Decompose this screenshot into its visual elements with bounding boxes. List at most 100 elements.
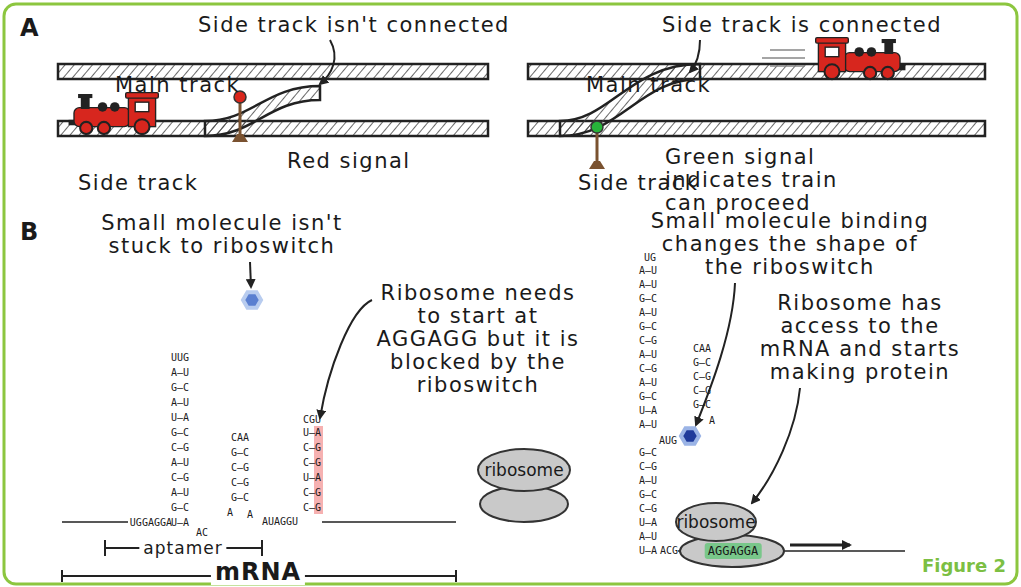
ribosome-subunit bbox=[478, 449, 570, 491]
pointer-arrow bbox=[752, 388, 800, 503]
nucleotide-text: CGU bbox=[303, 414, 321, 425]
nucleotide-text: U–A bbox=[639, 405, 657, 416]
nucleotide-text: UGGAGGA bbox=[130, 517, 172, 528]
callout-text: Ribosome needs to start at AGGAGG but it… bbox=[366, 282, 590, 397]
nucleotide-text: A–U bbox=[639, 531, 657, 542]
ribosome-shape: ribosome bbox=[474, 446, 574, 526]
nucleotide-text: G–C bbox=[639, 391, 657, 402]
pointer-arrow bbox=[250, 262, 251, 287]
nucleotide-text: G–C bbox=[639, 489, 657, 500]
callout-text: Small molecule binding changes the shape… bbox=[640, 210, 940, 279]
nucleotide-text: G–C bbox=[639, 447, 657, 458]
small-molecule bbox=[243, 292, 261, 308]
nucleotide-text: C–G bbox=[639, 363, 657, 374]
nucleotide-text: C–G bbox=[171, 472, 189, 483]
ribosome-label: ribosome bbox=[484, 460, 563, 480]
nucleotide-text: U–A bbox=[639, 517, 657, 528]
callout-text: Side track bbox=[78, 172, 199, 195]
panel-letter: B bbox=[20, 218, 38, 246]
nucleotide-text: C–G bbox=[303, 442, 321, 453]
ribosome-shape: ribosome bbox=[672, 500, 784, 570]
ribosome-label: ribosome bbox=[676, 512, 755, 532]
nucleotide-text: G–C bbox=[231, 492, 249, 503]
nucleotide-text: UG bbox=[644, 252, 656, 263]
train bbox=[816, 38, 906, 79]
nucleotide-text: C–G bbox=[693, 371, 711, 382]
ribosome-subunit bbox=[676, 503, 756, 541]
bracket-label: mRNA bbox=[211, 559, 305, 585]
nucleotide-text: C–G bbox=[693, 385, 711, 396]
callout-text: Ribosome has access to the mRNA and star… bbox=[755, 292, 965, 384]
nucleotide-text: A–U bbox=[171, 397, 189, 408]
figure-number: Figure 2 bbox=[922, 555, 1006, 577]
callout-text: Small molecule isn't stuck to riboswitch bbox=[85, 212, 360, 258]
signal-post bbox=[596, 133, 599, 165]
nucleotide-text: A–U bbox=[639, 419, 657, 430]
nucleotide-text: CAA bbox=[693, 343, 711, 354]
pointer-arrow bbox=[690, 40, 700, 72]
nucleotide-text: A–U bbox=[171, 367, 189, 378]
callout-text: Main track bbox=[586, 74, 711, 97]
nucleotide-text: AC bbox=[196, 527, 208, 538]
callout-text: Side track is connected bbox=[662, 14, 942, 37]
callout-text: Side track isn't connected bbox=[198, 14, 510, 37]
ribosome-outline bbox=[474, 446, 574, 526]
callout-text: Red signal bbox=[287, 150, 411, 173]
bracket-label: aptamer bbox=[139, 538, 226, 558]
nucleotide-text: C–G bbox=[303, 487, 321, 498]
nucleotide-text: G–C bbox=[171, 502, 189, 513]
mrna-strand bbox=[62, 521, 456, 523]
highlighted-sequence: AGGAGGA bbox=[705, 543, 762, 559]
nucleotide-text: U–A bbox=[303, 427, 321, 438]
callout-text: Side track bbox=[578, 172, 699, 195]
nucleotide-text: A–U bbox=[171, 457, 189, 468]
nucleotide-text: AUG bbox=[659, 435, 677, 446]
nucleotide-text: G–C bbox=[693, 357, 711, 368]
nucleotide-text: A–U bbox=[639, 265, 657, 276]
nucleotide-text: U–A bbox=[303, 472, 321, 483]
nucleotide-text: AUAGGU bbox=[262, 516, 298, 527]
signal-post bbox=[239, 102, 242, 138]
nucleotide-text: A–U bbox=[639, 307, 657, 318]
nucleotide-text: U–A bbox=[639, 545, 657, 556]
nucleotide-text: C–G bbox=[639, 461, 657, 472]
callout-text: Main track bbox=[115, 74, 240, 97]
nucleotide-text: A bbox=[227, 507, 233, 518]
pointer-arrow bbox=[320, 300, 372, 418]
nucleotide-text: C–G bbox=[639, 335, 657, 346]
nucleotide-text: C–G bbox=[231, 462, 249, 473]
small-molecule bbox=[681, 428, 699, 444]
nucleotide-text: G–C bbox=[171, 427, 189, 438]
signal-base bbox=[232, 134, 248, 142]
start-site-highlight bbox=[314, 426, 323, 514]
nucleotide-text: U–A bbox=[171, 412, 189, 423]
nucleotide-text: A–U bbox=[639, 475, 657, 486]
nucleotide-text: A–U bbox=[639, 279, 657, 290]
nucleotide-text: G–C bbox=[231, 447, 249, 458]
nucleotide-text: C–G bbox=[303, 502, 321, 513]
nucleotide-text: C–G bbox=[639, 503, 657, 514]
pointer-arrow bbox=[320, 40, 335, 84]
signal-base bbox=[589, 161, 605, 169]
nucleotide-text: A bbox=[247, 509, 253, 520]
nucleotide-text: ACG bbox=[660, 545, 678, 556]
nucleotide-text: A–U bbox=[639, 377, 657, 388]
nucleotide-text: G–C bbox=[171, 382, 189, 393]
nucleotide-text: G–C bbox=[639, 293, 657, 304]
speed-lines bbox=[762, 50, 805, 66]
nucleotide-text: U–A bbox=[171, 517, 189, 528]
translation-arrow bbox=[790, 544, 850, 547]
figure-frame bbox=[4, 4, 1017, 584]
nucleotide-text: CAA bbox=[231, 432, 249, 443]
ribosome-outline bbox=[672, 500, 784, 570]
nucleotide-text: A–U bbox=[639, 349, 657, 360]
green-signal-light bbox=[591, 121, 603, 133]
nucleotide-text: C–G bbox=[303, 457, 321, 468]
panel-letter: A bbox=[20, 14, 39, 42]
nucleotide-text: UUG bbox=[171, 352, 189, 363]
nucleotide-text: C–G bbox=[231, 477, 249, 488]
nucleotide-text: A–U bbox=[171, 487, 189, 498]
train bbox=[69, 93, 159, 134]
